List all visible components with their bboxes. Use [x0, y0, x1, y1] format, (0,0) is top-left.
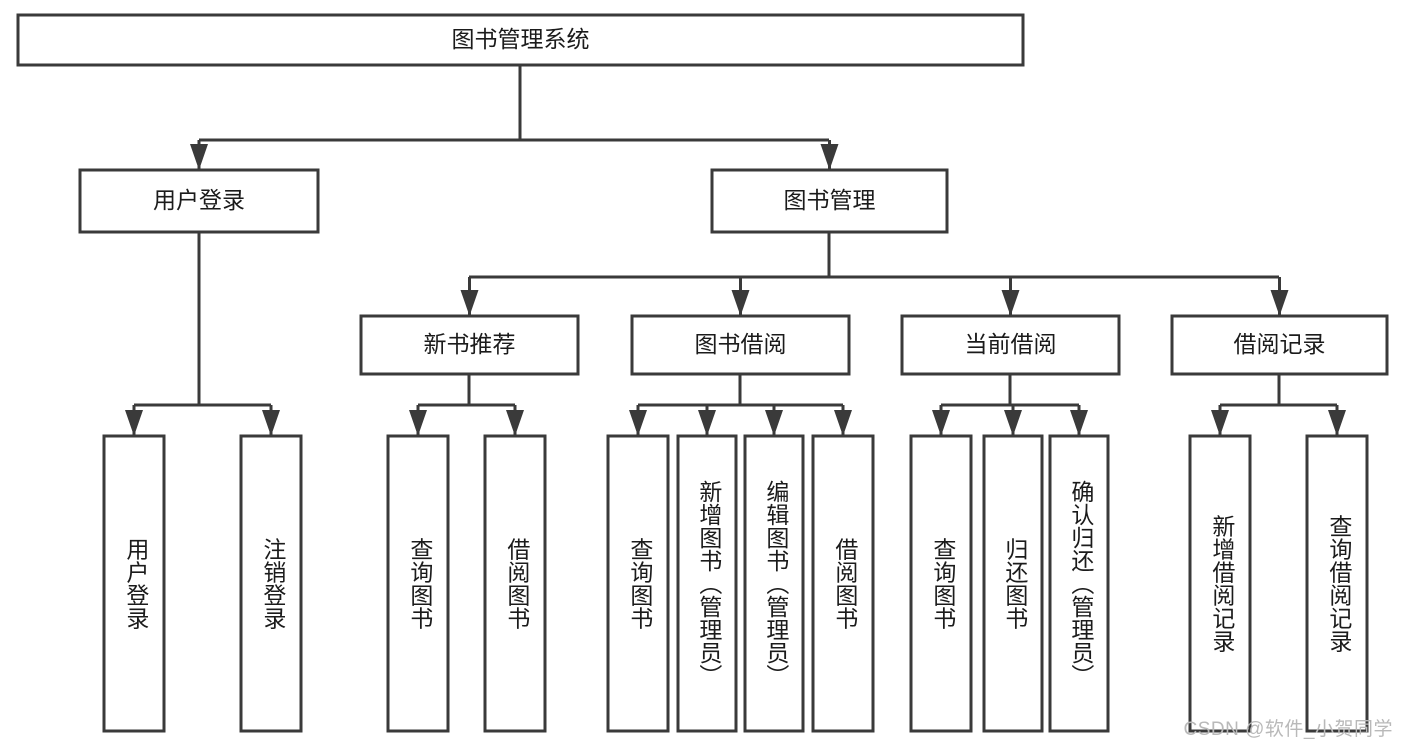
node-leaf-logout-label: 注销登录 [260, 538, 287, 630]
node-leaf-confirm-return-label: 确认归还（管理员） [1068, 480, 1095, 687]
node-root-label: 图书管理系统 [452, 26, 590, 52]
node-book-manage-box[interactable] [710, 168, 949, 234]
node-leaf-confirm-return-box[interactable] [1048, 434, 1110, 733]
node-leaf-add-record-box[interactable] [1188, 434, 1252, 733]
arrow-into-borrow-record [1270, 290, 1289, 316]
node-leaf-user-login[interactable]: 用户登录 [102, 434, 166, 733]
node-leaf-query-book-3[interactable]: 查询图书 [909, 434, 973, 733]
node-leaf-borrow-book-1[interactable]: 借阅图书 [483, 434, 547, 733]
node-leaf-edit-book-box[interactable] [743, 434, 805, 733]
arrow-into-leaf-query-book-2 [629, 410, 647, 436]
node-leaf-query-book-1-label: 查询图书 [407, 538, 434, 630]
node-leaf-logout-box[interactable] [239, 434, 303, 733]
node-leaf-borrow-book-2-label: 借阅图书 [832, 538, 859, 630]
node-root[interactable]: 图书管理系统 [16, 13, 1025, 67]
node-leaf-confirm-return[interactable]: 确认归还（管理员） [1048, 434, 1110, 733]
arrow-into-leaf-logout [262, 410, 280, 436]
connector-layer [125, 65, 1346, 436]
node-leaf-query-record-label: 查询借阅记录 [1326, 515, 1353, 653]
arrow-into-book-manage [820, 144, 839, 170]
node-layer: 图书管理系统用户登录图书管理新书推荐图书借阅当前借阅借阅记录用户登录注销登录查询… [16, 13, 1389, 733]
node-leaf-add-book-label: 新增图书（管理员） [696, 480, 723, 687]
node-leaf-query-record[interactable]: 查询借阅记录 [1305, 434, 1369, 733]
node-leaf-query-book-2-box[interactable] [606, 434, 670, 733]
node-borrow-record-label: 借阅记录 [1234, 331, 1326, 357]
node-leaf-borrow-book-2[interactable]: 借阅图书 [811, 434, 875, 733]
arrow-into-leaf-user-login [125, 410, 143, 436]
node-leaf-borrow-book-2-box[interactable] [811, 434, 875, 733]
arrow-into-leaf-borrow-book-1 [506, 410, 524, 436]
node-leaf-logout[interactable]: 注销登录 [239, 434, 303, 733]
node-leaf-query-book-3-label: 查询图书 [930, 538, 957, 630]
node-root-box[interactable] [16, 13, 1025, 67]
node-borrow-record-box[interactable] [1170, 314, 1389, 376]
node-borrow-record[interactable]: 借阅记录 [1170, 314, 1389, 376]
node-book-manage[interactable]: 图书管理 [710, 168, 949, 234]
arrow-into-leaf-return-book [1004, 410, 1022, 436]
arrow-into-leaf-confirm-return [1070, 410, 1088, 436]
arrow-into-leaf-query-book-1 [409, 410, 427, 436]
node-leaf-borrow-book-1-box[interactable] [483, 434, 547, 733]
arrow-into-book-borrow [731, 290, 750, 316]
node-leaf-return-book-box[interactable] [982, 434, 1044, 733]
node-book-borrow-label: 图书借阅 [695, 331, 787, 357]
node-leaf-return-book[interactable]: 归还图书 [982, 434, 1044, 733]
arrow-into-current-borrow [1001, 290, 1020, 316]
node-leaf-add-book-box[interactable] [676, 434, 738, 733]
node-leaf-user-login-label: 用户登录 [123, 538, 150, 630]
node-new-book-rec[interactable]: 新书推荐 [359, 314, 580, 376]
node-leaf-return-book-label: 归还图书 [1002, 538, 1029, 630]
node-leaf-query-book-2[interactable]: 查询图书 [606, 434, 670, 733]
node-new-book-rec-box[interactable] [359, 314, 580, 376]
arrow-into-leaf-edit-book [765, 410, 783, 436]
csdn-watermark: CSDN @软件_小贺同学 [1183, 719, 1393, 740]
node-leaf-query-record-box[interactable] [1305, 434, 1369, 733]
node-leaf-add-book[interactable]: 新增图书（管理员） [676, 434, 738, 733]
node-leaf-query-book-3-box[interactable] [909, 434, 973, 733]
arrow-into-leaf-add-book [698, 410, 716, 436]
node-book-manage-label: 图书管理 [784, 187, 876, 213]
node-leaf-query-book-1-box[interactable] [386, 434, 450, 733]
node-leaf-query-book-2-label: 查询图书 [627, 538, 654, 630]
node-user-login-box[interactable] [78, 168, 320, 234]
node-leaf-borrow-book-1-label: 借阅图书 [504, 538, 531, 630]
node-leaf-edit-book-label: 编辑图书（管理员） [763, 480, 790, 687]
arrow-into-leaf-query-record [1328, 410, 1346, 436]
node-leaf-query-book-1[interactable]: 查询图书 [386, 434, 450, 733]
node-leaf-user-login-box[interactable] [102, 434, 166, 733]
node-new-book-rec-label: 新书推荐 [424, 331, 516, 357]
node-book-borrow[interactable]: 图书借阅 [630, 314, 851, 376]
node-current-borrow-box[interactable] [900, 314, 1121, 376]
node-book-borrow-box[interactable] [630, 314, 851, 376]
node-current-borrow[interactable]: 当前借阅 [900, 314, 1121, 376]
node-leaf-add-record[interactable]: 新增借阅记录 [1188, 434, 1252, 733]
arrow-into-user-login [190, 144, 208, 170]
node-leaf-edit-book[interactable]: 编辑图书（管理员） [743, 434, 805, 733]
arrow-into-leaf-query-book-3 [932, 410, 950, 436]
node-leaf-add-record-label: 新增借阅记录 [1209, 515, 1236, 653]
node-current-borrow-label: 当前借阅 [965, 331, 1057, 357]
node-user-login[interactable]: 用户登录 [78, 168, 320, 234]
arrow-into-new-book-rec [460, 290, 479, 316]
arrow-into-leaf-borrow-book-2 [834, 410, 852, 436]
node-user-login-label: 用户登录 [153, 187, 245, 213]
arrow-into-leaf-add-record [1211, 410, 1229, 436]
